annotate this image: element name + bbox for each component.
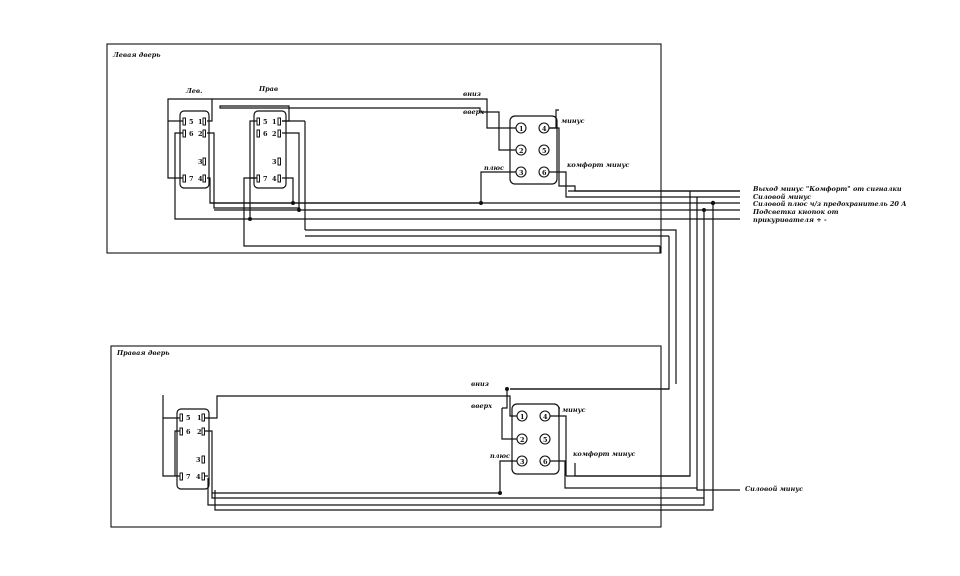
svg-text:3: 3 <box>272 158 277 166</box>
output-power-plus-label: Силовой плюс ч/з предохранитель 20 А <box>753 200 907 208</box>
right-door-wires <box>162 387 704 499</box>
output-backlight-label-1: Подсветка кнопок от <box>752 208 839 216</box>
svg-text:7: 7 <box>189 175 194 183</box>
svg-text:5: 5 <box>543 436 548 444</box>
label-down-top: вниз <box>463 90 481 98</box>
svg-text:5: 5 <box>263 118 268 126</box>
svg-text:1: 1 <box>519 125 524 133</box>
switch-label-right: Прав <box>258 85 278 93</box>
svg-text:6: 6 <box>542 169 547 177</box>
svg-text:6: 6 <box>263 130 268 138</box>
svg-text:5: 5 <box>542 147 547 155</box>
svg-text:1: 1 <box>197 414 202 422</box>
svg-text:7: 7 <box>186 473 191 481</box>
svg-text:1: 1 <box>520 413 525 421</box>
svg-text:2: 2 <box>197 428 202 436</box>
svg-text:3: 3 <box>198 158 203 166</box>
left-door-frame <box>106 43 662 254</box>
right-door-window-module: 1 4 2 5 3 6 <box>511 403 560 475</box>
label-comfort-minus-bottom: комфорт минус <box>573 450 635 458</box>
svg-text:2: 2 <box>520 436 525 444</box>
right-door-title: Правая дверь <box>116 349 170 357</box>
label-up-top: вверх <box>463 108 484 116</box>
label-plus-bottom: плюс <box>490 452 510 460</box>
svg-text:1: 1 <box>272 118 277 126</box>
output-power-minus-label: Силовой минус <box>753 193 811 201</box>
svg-text:6: 6 <box>186 428 191 436</box>
left-door-window-module: 1 4 2 5 3 6 <box>509 115 558 185</box>
svg-text:4: 4 <box>542 125 547 133</box>
svg-text:3: 3 <box>196 456 201 464</box>
left-door-switch-right: Прав 5 1 6 2 3 7 4 <box>253 85 287 189</box>
svg-text:5: 5 <box>186 414 191 422</box>
label-down-bottom: вниз <box>471 380 489 388</box>
svg-text:3: 3 <box>520 458 525 466</box>
svg-text:4: 4 <box>196 473 201 481</box>
output-backlight-label-2: прикуривателя + - <box>753 216 827 224</box>
switch-label-left: Лев. <box>185 87 202 95</box>
label-minus-top: минус <box>561 117 585 125</box>
left-door-title: Левая дверь <box>112 51 161 59</box>
output-power-minus-bottom-label: Силовой минус <box>745 485 803 493</box>
svg-text:2: 2 <box>198 130 203 138</box>
label-plus-top: плюс <box>484 164 504 172</box>
label-up-bottom: вверх <box>471 402 492 410</box>
right-door-switch: 5 1 6 2 3 7 4 <box>176 408 210 490</box>
right-door-frame <box>110 345 662 528</box>
svg-text:4: 4 <box>543 413 548 421</box>
svg-text:6: 6 <box>543 458 548 466</box>
svg-text:5: 5 <box>189 118 194 126</box>
svg-text:7: 7 <box>263 175 268 183</box>
label-comfort-minus-top: комфорт минус <box>567 161 629 169</box>
output-comfort-label: Выход минус "Комфорт" от сигналки <box>752 185 902 193</box>
svg-text:2: 2 <box>272 130 277 138</box>
left-door-switch-left: Лев. 5 1 6 2 3 7 4 <box>179 87 210 189</box>
svg-text:4: 4 <box>198 175 203 183</box>
svg-text:1: 1 <box>198 118 203 126</box>
svg-text:2: 2 <box>519 147 524 155</box>
svg-text:4: 4 <box>272 175 277 183</box>
label-minus-bottom: минус <box>562 406 586 414</box>
svg-text:6: 6 <box>189 130 194 138</box>
svg-text:3: 3 <box>519 169 524 177</box>
